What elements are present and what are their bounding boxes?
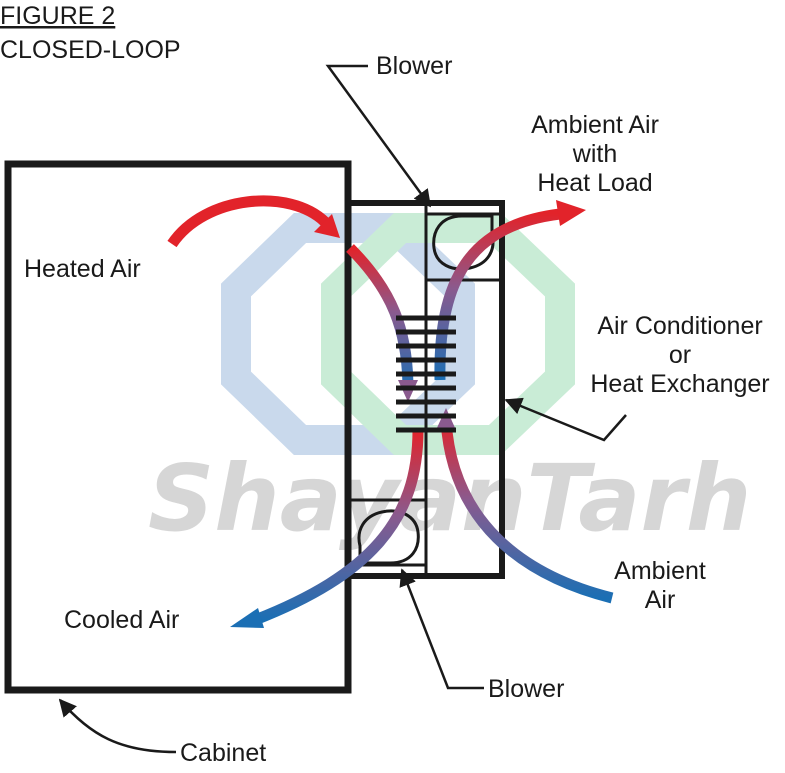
label-ac-line3: Heat Exchanger — [590, 370, 769, 398]
cooled-air-flow — [252, 429, 424, 626]
label-blower-bottom: Blower — [488, 675, 564, 703]
internal-down-arrowhead — [398, 380, 418, 402]
label-cooled-air: Cooled Air — [64, 606, 179, 634]
label-ambient-heat-line3: Heat Load — [537, 169, 652, 197]
label-ambient-heat-line1: Ambient Air — [531, 111, 659, 139]
cooled-air-arrowhead — [230, 608, 264, 628]
leader-cabinet — [58, 698, 177, 754]
label-ambient-air-line2: Air — [645, 586, 676, 614]
ambient-up-arrowhead — [436, 408, 456, 430]
heat-load-arrowhead — [556, 200, 586, 226]
label-ambient-heat-line2: with — [572, 140, 617, 168]
ambient-up-flow — [440, 419, 614, 604]
figure-subtitle: CLOSED-LOOP — [0, 36, 181, 64]
leader-heat-exchanger — [504, 397, 627, 442]
leader-lines — [58, 64, 627, 754]
label-heated-air: Heated Air — [24, 255, 141, 283]
heated-air-arrowhead — [314, 214, 340, 238]
internal-down-flow — [346, 244, 414, 391]
leader-blower-top — [325, 64, 432, 208]
label-blower-top: Blower — [376, 52, 452, 80]
watermark-green-octagon — [321, 213, 575, 455]
label-cabinet: Cabinet — [180, 739, 266, 767]
leader-blower-bottom — [399, 568, 484, 690]
label-ac-line1: Air Conditioner — [597, 312, 762, 340]
figure-title: FIGURE 2 — [0, 2, 115, 30]
label-ac-line2: or — [669, 341, 691, 369]
label-ambient-air-line1: Ambient — [614, 557, 706, 585]
top-blower-wheel — [432, 214, 495, 271]
heat-exchanger-fins — [396, 315, 456, 433]
heated-air-arrow — [167, 195, 329, 248]
